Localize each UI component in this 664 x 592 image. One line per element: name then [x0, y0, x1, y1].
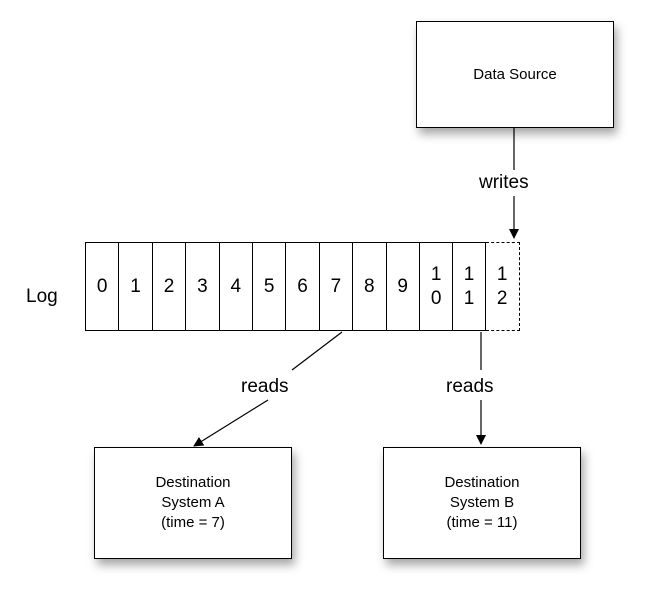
- log-entry: 5: [251, 242, 286, 331]
- log-entry-top: 0: [96, 275, 108, 297]
- reads-b-label: reads: [446, 376, 494, 397]
- dest-a-line3: (time = 7): [161, 514, 225, 531]
- data-source-box: Data Source: [416, 21, 614, 128]
- log-entry-bottom: 0: [430, 287, 442, 309]
- log-entry-top: 2: [163, 275, 175, 297]
- log-entry: 9: [385, 242, 419, 331]
- log-entry: 6: [285, 242, 319, 331]
- dest-b-line2: System B: [449, 494, 515, 511]
- log-entry-top: 6: [297, 275, 308, 297]
- log-entry-top: 5: [263, 275, 275, 297]
- log-entry-bottom: 1: [463, 287, 475, 309]
- destination-system-a-box: Destination System A (time = 7): [94, 447, 292, 559]
- log-entry-top: 1: [463, 263, 475, 285]
- log-entry: 0: [85, 242, 119, 331]
- log-entry-top: 7: [330, 275, 342, 297]
- reads-a-label: reads: [241, 376, 289, 397]
- log-entry: 1: [118, 242, 152, 331]
- reads-a-arrow: [193, 399, 269, 447]
- log-entry-top: 9: [397, 275, 408, 297]
- dest-a-line1: Destination: [155, 474, 231, 491]
- log-entry: 8: [352, 242, 386, 331]
- reads-a-arrow-line-top: [291, 331, 343, 371]
- destination-system-b-box: Destination System B (time = 11): [383, 447, 581, 559]
- log-entry: 3: [185, 242, 219, 331]
- dest-a-line2: System A: [161, 494, 225, 511]
- log-entry: 2: [151, 242, 186, 331]
- dest-b-line3: (time = 11): [446, 514, 518, 531]
- log-entry-top: 1: [496, 263, 508, 285]
- log-entry-top: 1: [430, 263, 442, 285]
- log-label: Log: [26, 286, 58, 307]
- log-entry-top: 8: [364, 275, 375, 297]
- writes-label: writes: [479, 172, 529, 193]
- log-entry: 7: [318, 242, 353, 331]
- log-entry-top: 3: [197, 275, 208, 297]
- data-source-label: Data Source: [473, 65, 557, 83]
- log-entry-bottom: 2: [496, 287, 508, 309]
- log-entry-top: 1: [130, 275, 141, 297]
- dest-b-line1: Destination: [444, 474, 520, 491]
- log-entry-top: 4: [230, 275, 242, 297]
- log-entry: 4: [218, 242, 252, 331]
